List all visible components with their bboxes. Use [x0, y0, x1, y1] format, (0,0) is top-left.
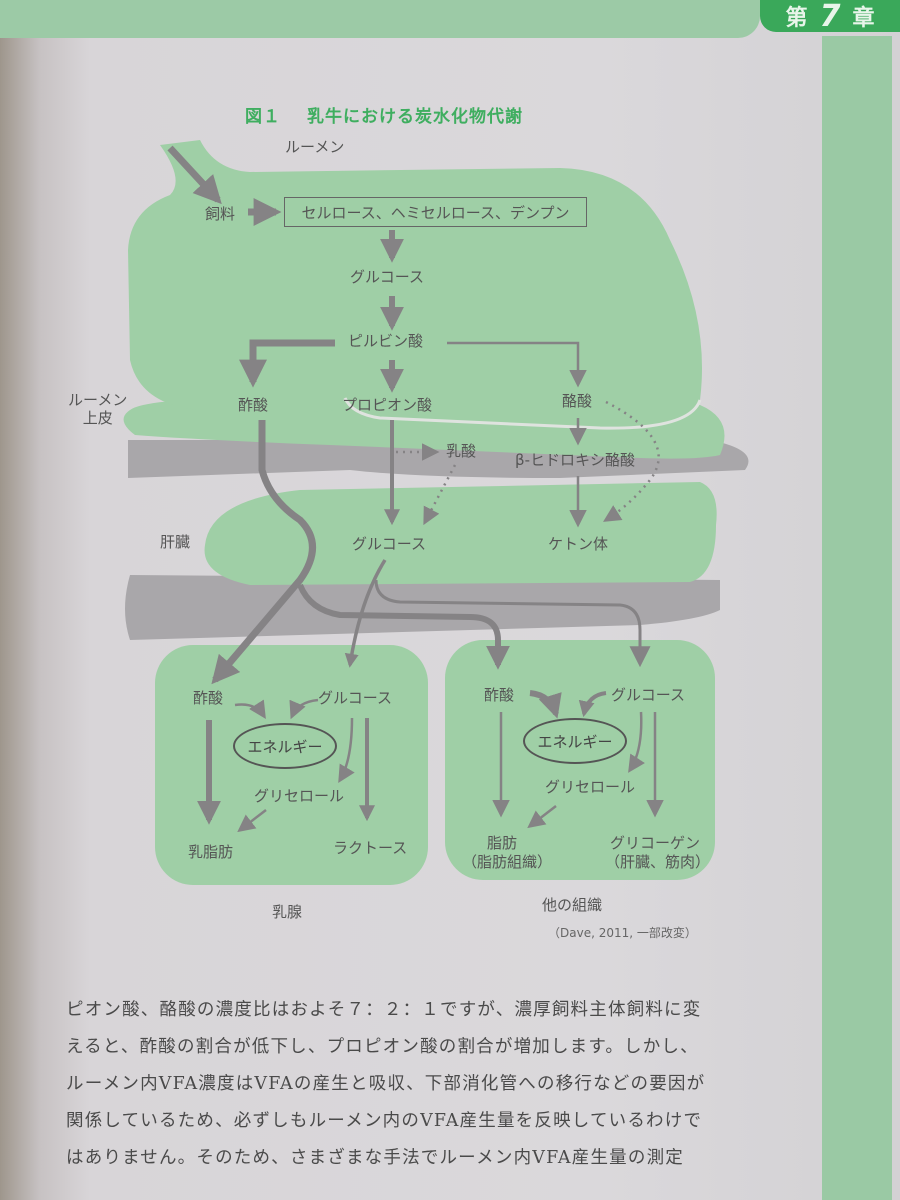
- body-line: えると、酢酸の割合が低下し、プロピオン酸の割合が増加します。しかし、: [66, 1037, 699, 1057]
- blood-band-lower: [125, 575, 720, 640]
- other-glucose: グルコース: [611, 686, 685, 704]
- liver-shape: [204, 482, 717, 585]
- mammary-acetate: 酢酸: [193, 689, 224, 707]
- node-acetate: 酢酸: [238, 396, 269, 414]
- chapter-number: 7: [819, 0, 841, 34]
- node-feed: 飼料: [205, 205, 236, 223]
- label-rumen: ルーメン: [285, 138, 345, 156]
- mammary-glycerol: グリセロール: [254, 787, 345, 805]
- chapter-prefix: 第: [785, 6, 808, 31]
- other-glycerol: グリセロール: [545, 778, 636, 796]
- body-line: ルーメン内VFA濃度はVFAの産生と吸収、下部消化管への移行などの要因が: [66, 1074, 706, 1094]
- label-mammary-gland: 乳腺: [272, 903, 303, 921]
- node-propionate: プロピオン酸: [342, 396, 433, 414]
- node-butyrate: 酪酸: [562, 392, 593, 410]
- chapter-tab: 第 7 章: [760, 0, 900, 34]
- node-rumen-glucose: グルコース: [350, 268, 424, 286]
- node-liver-glucose: グルコース: [352, 535, 426, 553]
- node-bhba: β-ヒドロキシ酪酸: [515, 451, 635, 469]
- label-liver: 肝臓: [160, 533, 191, 551]
- other-acetate: 酢酸: [484, 686, 515, 704]
- node-polysaccharides: セルロース、ヘミセルロース、デンプン: [284, 197, 587, 227]
- mammary-lactose: ラクトース: [333, 839, 408, 857]
- figure-number: 図１: [245, 107, 281, 127]
- node-pyruvate: ピルビン酸: [348, 332, 424, 350]
- figure-title: 図１ 乳牛における炭水化物代謝: [245, 102, 523, 127]
- label-rumen-epithelium: ルーメン 上皮: [68, 391, 128, 427]
- header-band: [0, 0, 760, 38]
- mammary-milk-fat: 乳脂肪: [188, 843, 234, 861]
- chapter-suffix: 章: [852, 6, 875, 31]
- label-other-tissues: 他の組織: [542, 896, 603, 914]
- mammary-glucose: グルコース: [318, 689, 392, 707]
- body-line: ピオン酸、酪酸の濃度比はおよそ７：２：１ですが、濃厚飼料主体飼料に変: [66, 1000, 702, 1020]
- other-fat: 脂肪 （脂肪組織）: [462, 834, 553, 871]
- body-line: はありません。そのため、さまざまな手法でルーメン内VFA産生量の測定: [66, 1148, 684, 1168]
- node-ketone-bodies: ケトン体: [548, 535, 609, 553]
- other-glycogen: グリコーゲン （肝臓、筋肉）: [605, 834, 711, 871]
- side-index-stripe: [822, 36, 892, 1200]
- body-text: ピオン酸、酪酸の濃度比はおよそ７：２：１ですが、濃厚飼料主体飼料に変 えると、酢…: [66, 992, 776, 1177]
- mammary-energy: エネルギー: [233, 723, 337, 769]
- body-line: 関係しているため、必ずしもルーメン内のVFA産生量を反映しているわけで: [66, 1111, 703, 1131]
- figure-caption: 乳牛における炭水化物代謝: [307, 107, 523, 127]
- other-energy: エネルギー: [523, 718, 627, 764]
- figure-source: （Dave, 2011, 一部改変）: [548, 926, 697, 940]
- node-lactate: 乳酸: [446, 442, 477, 460]
